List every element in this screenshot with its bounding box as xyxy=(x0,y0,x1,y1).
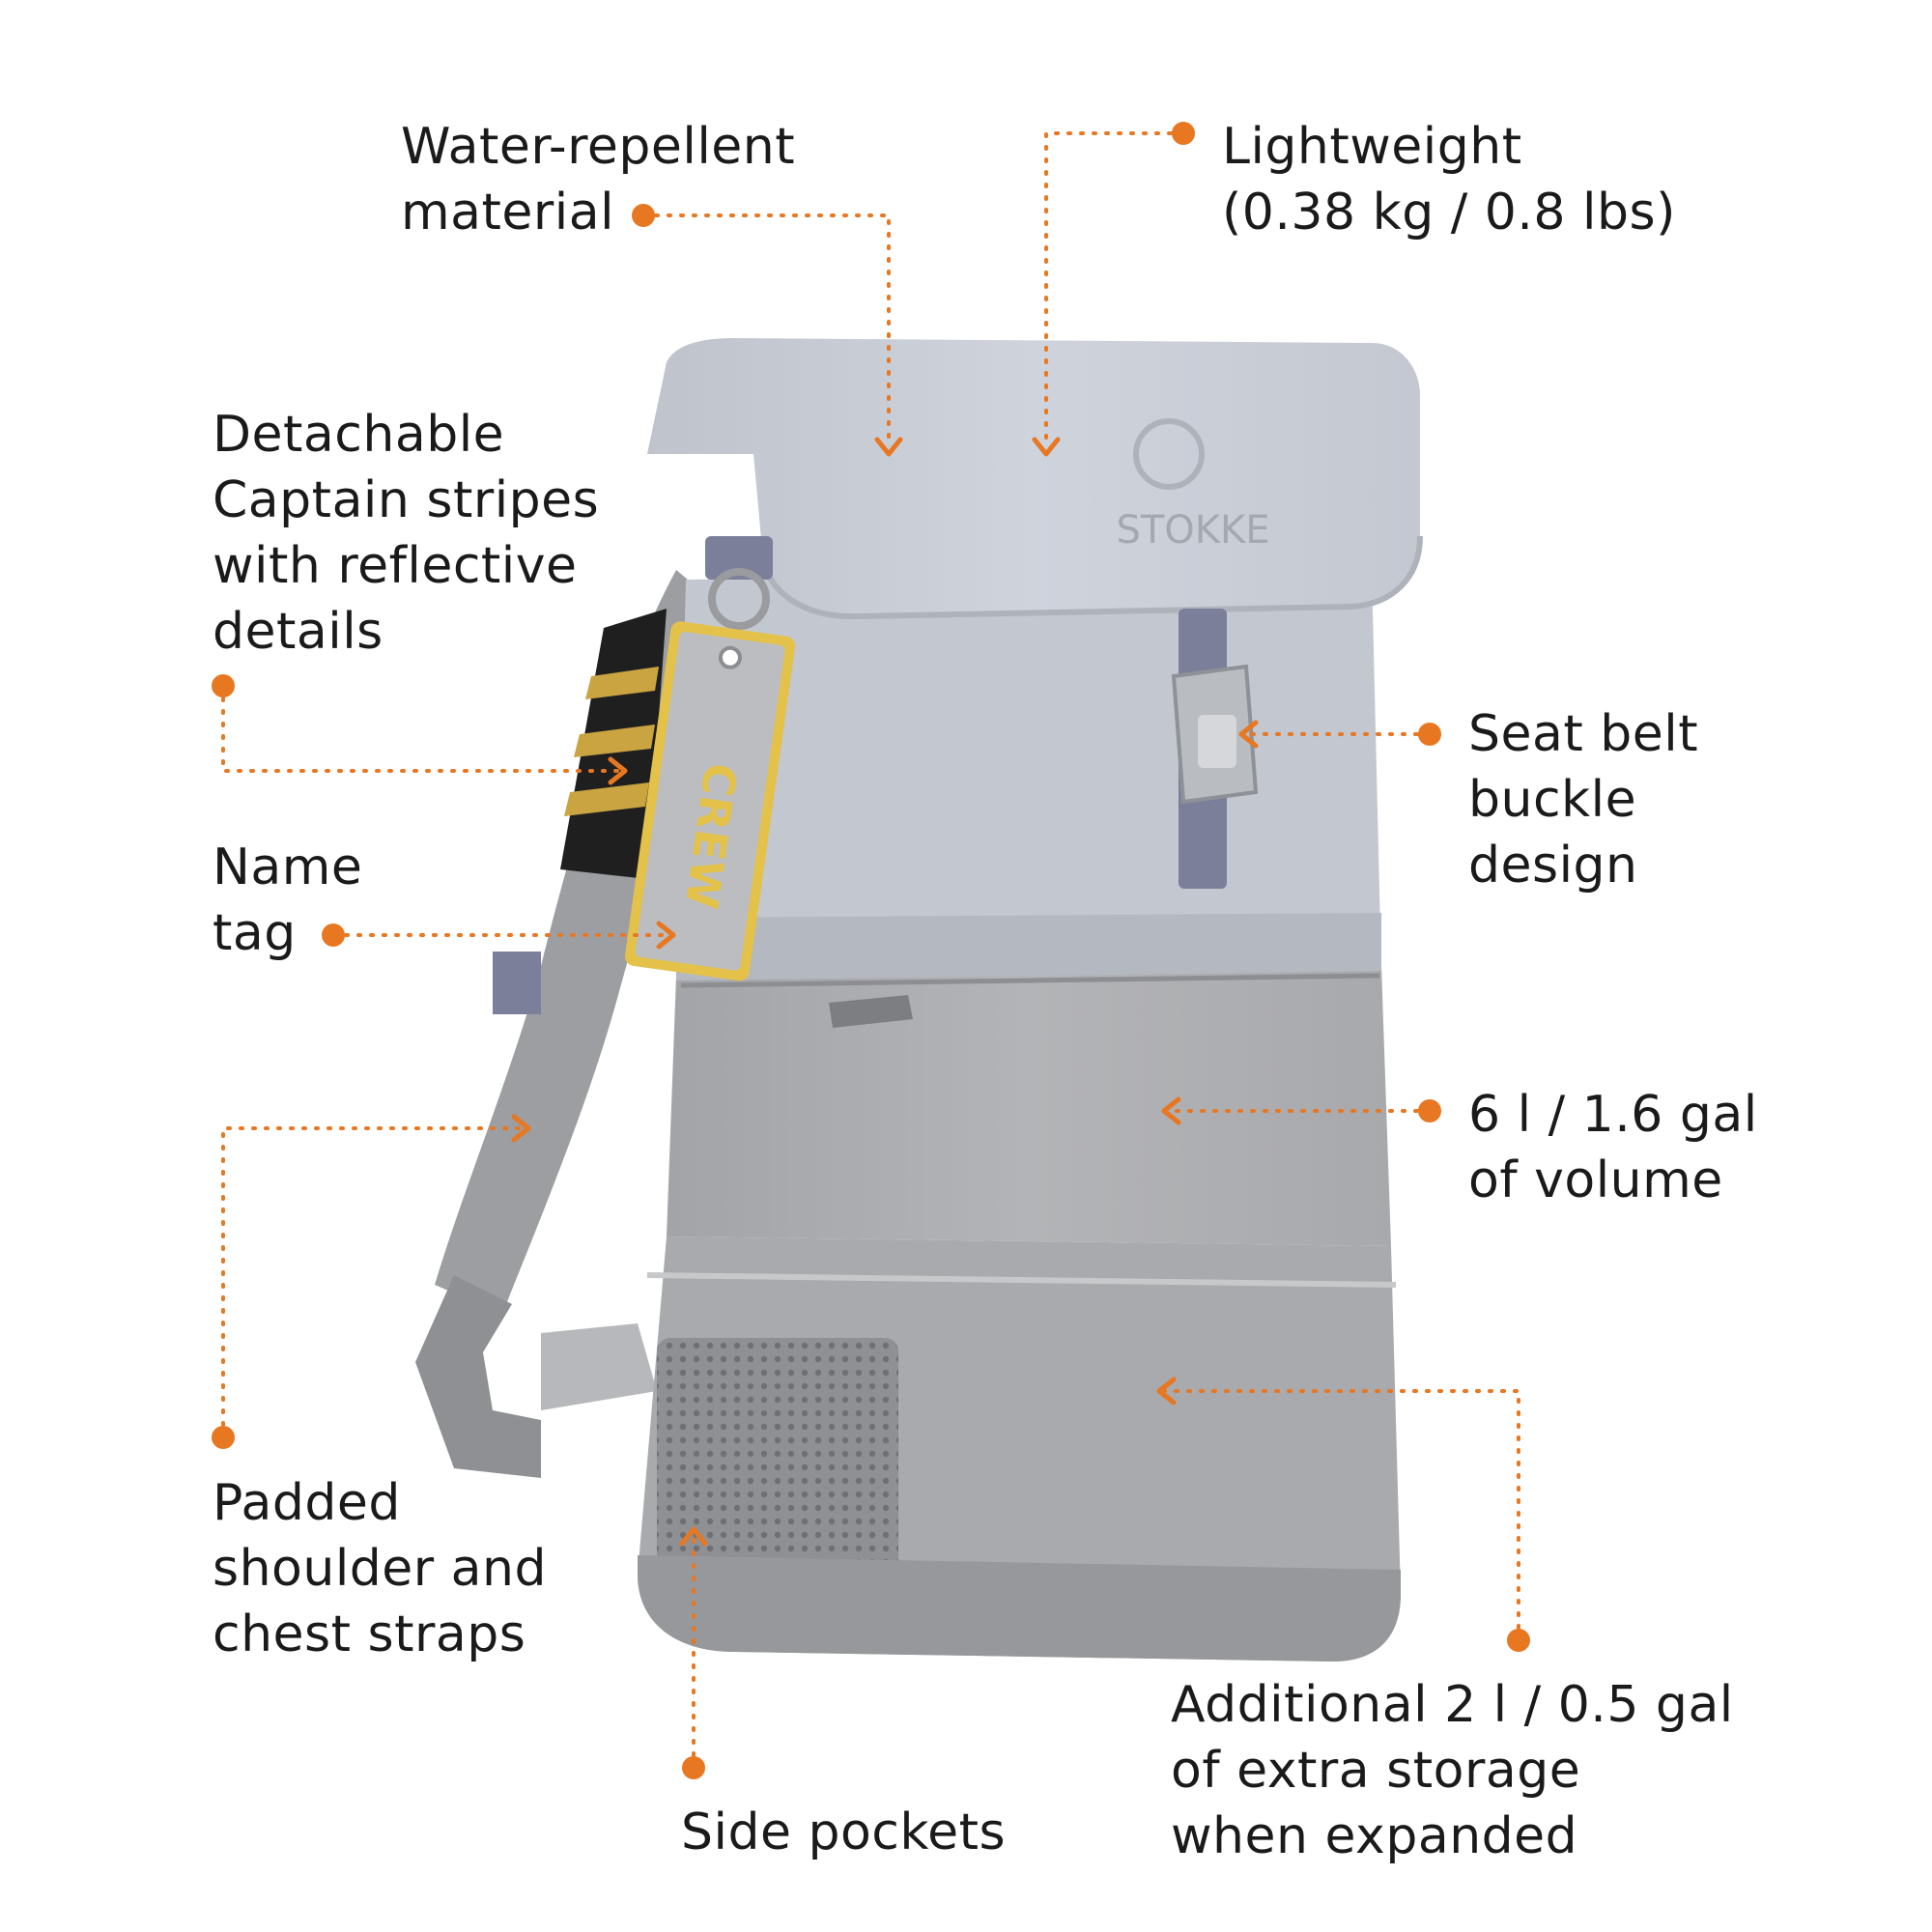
arrow-down-icon xyxy=(1032,437,1061,457)
leader-lines xyxy=(221,131,1520,1770)
arrow-right-icon xyxy=(656,921,676,950)
callout-side-pockets: Side pockets xyxy=(681,1804,1007,1861)
callout-name-tag: Name tag xyxy=(213,838,363,962)
callout-water-repellent: Water-repellent material xyxy=(401,118,796,242)
bag-middle-body xyxy=(667,966,1391,1246)
leader-padded-straps xyxy=(221,1126,524,1439)
bag-flap: STOKKE xyxy=(647,338,1423,620)
leader-captain-stripes xyxy=(221,684,620,773)
captain-stripes xyxy=(560,609,667,879)
callout-extra-storage: Additional 2 l / 0.5 gal of extra storag… xyxy=(1171,1676,1734,1865)
callout-volume: 6 l / 1.6 gal of volume xyxy=(1468,1086,1758,1209)
arrow-up-icon xyxy=(679,1526,708,1547)
leader-lightweight xyxy=(1044,131,1185,446)
chest-strap-loop xyxy=(493,952,541,1014)
arrow-left-icon xyxy=(1238,720,1259,749)
side-pocket-mesh xyxy=(657,1338,898,1608)
stokke-logo-text: STOKKE xyxy=(1116,508,1269,553)
arrow-left-icon xyxy=(1161,1096,1181,1125)
leader-extra-storage xyxy=(1162,1389,1520,1642)
callout-dots xyxy=(212,122,1530,1779)
callout-padded-straps: Padded shoulder and chest straps xyxy=(213,1474,548,1663)
callout-captain-stripes: Detachable Captain stripes with reflecti… xyxy=(213,406,600,661)
arrow-left-icon xyxy=(1156,1377,1177,1406)
arrow-right-icon xyxy=(608,756,628,785)
seat-belt-buckle xyxy=(1171,609,1259,889)
stokke-logo-icon xyxy=(1133,418,1205,490)
bag-lower-compartment xyxy=(638,1236,1401,1662)
bag-upper-body xyxy=(676,570,1381,980)
d-ring xyxy=(705,536,773,630)
name-tag: CREW xyxy=(624,621,796,981)
callout-seat-belt: Seat belt buckle design xyxy=(1468,705,1699,895)
arrow-right-icon xyxy=(511,1114,531,1143)
zipper-pull-icon xyxy=(829,995,913,1028)
arrow-down-icon xyxy=(874,437,903,457)
callout-lightweight: Lightweight (0.38 kg / 0.8 lbs) xyxy=(1222,118,1676,242)
arrow-heads xyxy=(511,437,1259,1547)
